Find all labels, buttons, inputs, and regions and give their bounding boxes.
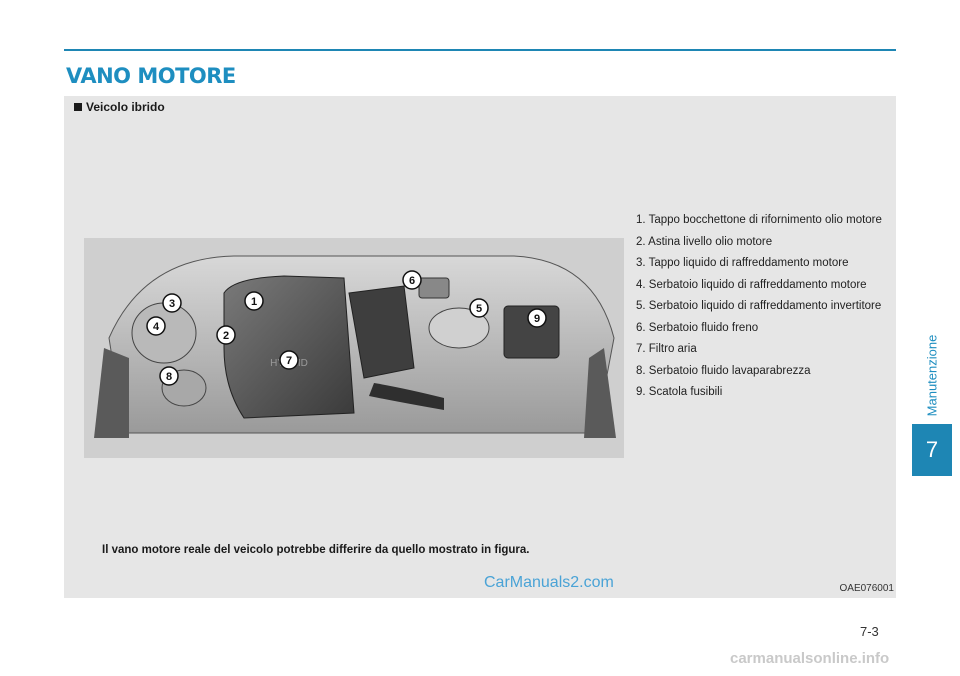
header-rule: [64, 49, 896, 51]
footer-site-mark: carmanualsonline.info: [730, 650, 890, 667]
page-title: VANO MOTORE: [66, 64, 236, 88]
watermark-link[interactable]: CarManuals2.com: [484, 574, 614, 591]
svg-text:8: 8: [166, 371, 172, 383]
air-filter-housing: [348, 285, 415, 379]
callout-4: 4: [146, 316, 166, 336]
component-legend: 1. Tappo bocchettone di rifornimento oli…: [636, 212, 886, 406]
legend-item: 1. Tappo bocchettone di rifornimento oli…: [636, 214, 882, 226]
svg-text:6: 6: [409, 275, 415, 287]
legend-item: 9. Scatola fusibili: [636, 386, 723, 398]
engine-bay-illustration: HYBRID 1 2 3 4 5 6 7 8 9: [84, 238, 624, 458]
coolant-reservoir: [131, 302, 197, 364]
legend-item: 8. Serbatoio fluido lavaparabrezza: [636, 364, 811, 377]
callout-8: 8: [159, 366, 179, 386]
inverter-coolant-reservoir: [428, 307, 490, 349]
svg-text:3: 3: [169, 298, 175, 310]
callout-1: 1: [244, 291, 264, 311]
legend-item: 7. Filtro aria: [636, 343, 697, 355]
callout-6: 6: [402, 270, 422, 290]
svg-text:5: 5: [476, 303, 482, 315]
page-number: 7-3: [860, 624, 879, 639]
callout-7: 7: [279, 350, 299, 370]
chapter-tab: 7: [912, 424, 952, 476]
figure-disclaimer: Il vano motore reale del veicolo potrebb…: [102, 544, 530, 556]
svg-text:4: 4: [153, 321, 160, 333]
engine-figure-panel: Veicolo ibrido HYBRID 1 2 3 4 5 6 7 8: [64, 96, 896, 598]
callout-3: 3: [162, 293, 182, 313]
panel-heading-text: Veicolo ibrido: [86, 100, 165, 114]
figure-code: OAE076001: [839, 583, 895, 594]
callout-2: 2: [216, 325, 236, 345]
engine-cover: [223, 275, 355, 419]
legend-item: 4. Serbatoio liquido di raffreddamento m…: [636, 278, 867, 291]
right-fender: [584, 348, 616, 438]
panel-heading: Veicolo ibrido: [74, 100, 165, 114]
svg-text:2: 2: [223, 330, 229, 342]
bullet-square-icon: [74, 103, 82, 111]
legend-item: 3. Tappo liquido di raffreddamento motor…: [636, 257, 849, 269]
brake-fluid-reservoir: [418, 277, 450, 299]
section-label-text: Manutenzione: [924, 334, 940, 416]
legend-item: 2. Astina livello olio motore: [636, 235, 773, 248]
svg-text:7: 7: [286, 355, 292, 367]
air-intake-hose: [369, 383, 444, 410]
svg-text:1: 1: [251, 296, 257, 308]
section-label: Manutenzione: [920, 330, 944, 420]
legend-item: 6. Serbatoio fluido freno: [636, 321, 759, 334]
left-fender: [94, 348, 129, 438]
callout-9: 9: [527, 308, 547, 328]
legend-item: 5. Serbatoio liquido di raffreddamento i…: [636, 300, 882, 312]
callout-5: 5: [469, 298, 489, 318]
svg-text:9: 9: [534, 313, 540, 325]
